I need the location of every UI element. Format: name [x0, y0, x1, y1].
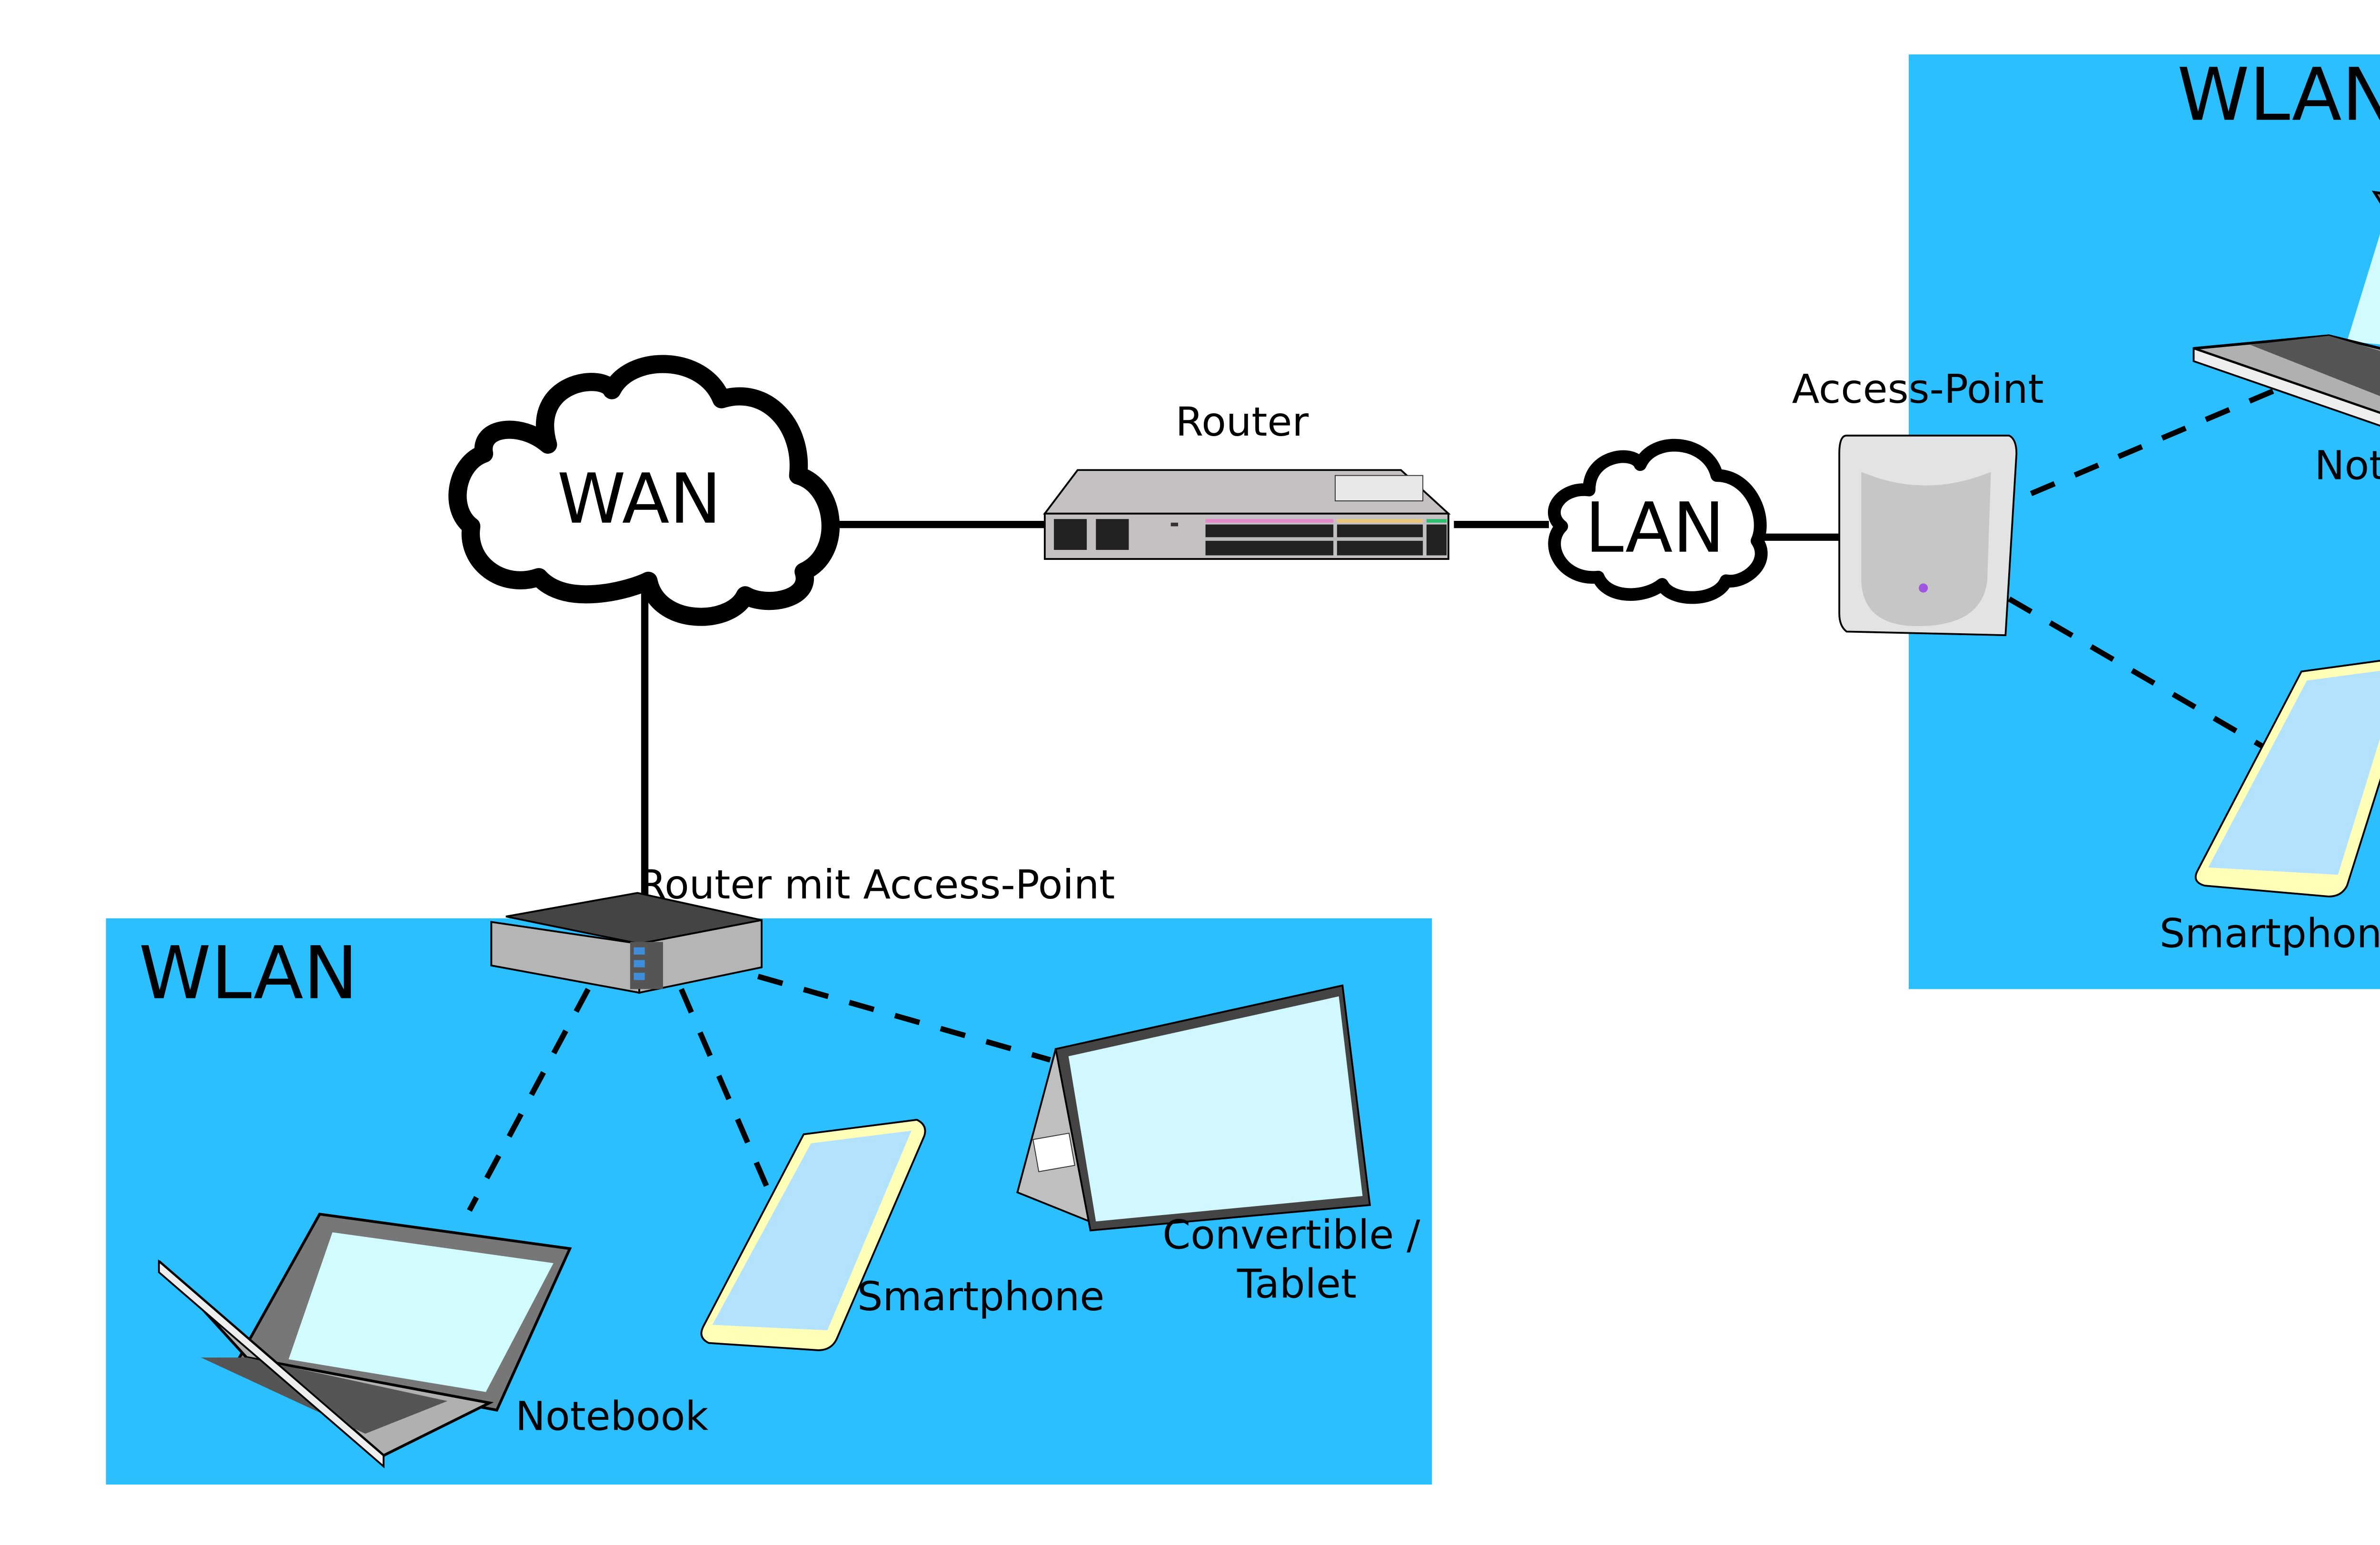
wlink-routerap-convertible	[757, 974, 1051, 1063]
smartphone-left-label: Smartphone	[857, 1273, 1104, 1320]
wan-cloud-label: WAN	[557, 459, 722, 539]
notebook-right-label: Notebook	[2314, 442, 2380, 489]
smartphone-left: Smartphone	[700, 1118, 1104, 1351]
wired-links	[641, 520, 1840, 895]
notebook-left: Notebook	[158, 1212, 709, 1469]
router-ap-device: Router mit Access-Point	[490, 861, 1115, 994]
smartphone-right-label: Smartphone	[2160, 910, 2380, 957]
wlink-routerap-smartphone	[678, 988, 779, 1210]
smartphone-icon	[2208, 670, 2380, 875]
wlink-ap-smartphone	[2008, 596, 2267, 750]
smartphone-right: Smartphone	[2160, 659, 2380, 957]
router-device: Router	[1043, 399, 1451, 560]
cloud-icon	[1548, 439, 1768, 604]
access-point-device: Access-Point	[1792, 366, 2044, 637]
tablet-icon	[1068, 996, 1363, 1222]
smartphone-icon	[712, 1130, 912, 1331]
wan-cloud: WAN	[448, 355, 840, 626]
wlink-routerap-notebook	[467, 987, 591, 1212]
router-label: Router	[1175, 399, 1309, 445]
notebook-icon	[2347, 234, 2380, 345]
notebook-right: Notebook	[2192, 190, 2380, 489]
convertible-tablet: Convertible / Tablet	[1016, 984, 1420, 1307]
notebook-left-label: Notebook	[516, 1393, 709, 1440]
notebook-icon	[288, 1232, 554, 1392]
cloud-icon	[448, 355, 840, 626]
convertible-label-line2: Tablet	[1237, 1261, 1357, 1307]
lan-cloud-label: LAN	[1585, 488, 1725, 568]
router-ap-label: Router mit Access-Point	[638, 861, 1115, 908]
wireless-links	[467, 386, 2281, 1212]
convertible-label-line1: Convertible /	[1162, 1212, 1420, 1258]
wlan-zone-left-label: WLAN	[139, 931, 358, 1016]
access-point-label: Access-Point	[1792, 366, 2044, 412]
lan-cloud: LAN	[1548, 439, 1768, 604]
wlan-zone-right-label: WLAN	[2177, 53, 2380, 137]
